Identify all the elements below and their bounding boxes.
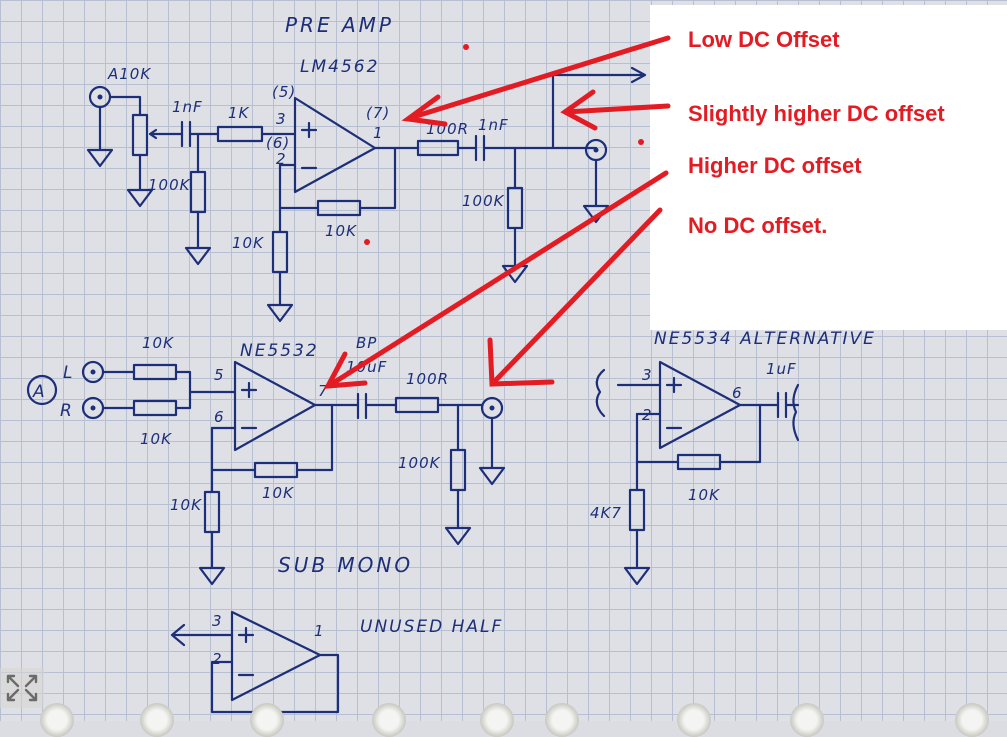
input-l-label: L: [63, 363, 74, 383]
alt-pin2-label: 2: [642, 406, 653, 424]
unused-pin3-label: 3: [212, 612, 223, 630]
sub-mono-title: SUB MONO: [278, 553, 413, 577]
unused-half-title: UNUSED HALF: [360, 617, 503, 637]
binder-hole: [790, 703, 824, 737]
binder-hole: [545, 703, 579, 737]
expand-arrows-icon[interactable]: [0, 668, 44, 708]
res-10k-gnd-a-label: 10K: [232, 234, 264, 252]
alt-title: NE5534 ALTERNATIVE: [654, 329, 876, 349]
annotation-panel: [650, 5, 1007, 330]
preamp-title: PRE AMP: [285, 13, 394, 37]
cap-1nf-a-label: 1nF: [172, 98, 203, 116]
res-100k-c-label: 100K: [398, 454, 441, 472]
pin3-paren-label: (5): [272, 83, 296, 101]
binder-hole: [140, 703, 174, 737]
binder-hole: [677, 703, 711, 737]
res-100r-a-label: 100R: [426, 120, 469, 138]
binder-hole: [480, 703, 514, 737]
res-10k-fb-a-label: 10K: [325, 222, 357, 240]
alt-pin6-label: 6: [732, 384, 743, 402]
res-100k-a-label: 100K: [148, 176, 191, 194]
pot-label: A10K: [107, 65, 151, 83]
pin3-label: 3: [276, 110, 287, 128]
note-low-dc-offset: Low DC Offset: [688, 27, 840, 52]
alt-res-10k-label: 10K: [688, 486, 720, 504]
res-100k-b-label: 100K: [462, 192, 505, 210]
pin2-paren-label: (6): [266, 134, 290, 152]
note-higher-dc-offset: Higher DC offset: [688, 153, 862, 178]
cap-1nf-b-label: 1nF: [478, 116, 509, 134]
pin7-label: 7: [318, 382, 329, 400]
note-no-dc-offset: No DC offset.: [688, 213, 828, 238]
cap-bp-label: BP: [356, 334, 377, 352]
alt-res-4k7-label: 4K7: [590, 504, 622, 522]
preamp-chip-label: LM4562: [300, 57, 379, 77]
res-10k-l-label: 10K: [142, 334, 174, 352]
binder-hole: [40, 703, 74, 737]
pin1-label: 1: [373, 124, 384, 142]
res-10k-r-label: 10K: [140, 430, 172, 448]
pin6-label: 6: [214, 408, 225, 426]
unused-pin1-label: 1: [314, 622, 325, 640]
unused-pin2-label: 2: [212, 650, 223, 668]
pin2-label: 2: [276, 150, 287, 168]
res-1k-label: 1K: [228, 104, 250, 122]
res-100r-b-label: 100R: [406, 370, 449, 388]
sub-mono-circuit: [26, 360, 506, 586]
cap-10uf-label: 10uF: [346, 358, 387, 376]
res-10k-fb-b-label: 10K: [262, 484, 294, 502]
sub-chip-label: NE5532: [240, 341, 319, 361]
binder-hole: [955, 703, 989, 737]
alt-cap-label: 1uF: [766, 360, 797, 378]
binder-hole: [250, 703, 284, 737]
pin5-label: 5: [214, 366, 225, 384]
note-slightly-higher-dc-offset: Slightly higher DC offset: [688, 101, 945, 126]
binder-hole: [372, 703, 406, 737]
ne5534-alternative-circuit: [595, 360, 800, 586]
alt-pin3-label: 3: [642, 366, 653, 384]
input-r-label: R: [60, 401, 74, 421]
res-10k-gnd-b-label: 10K: [170, 496, 202, 514]
node-a-label: A: [32, 382, 47, 402]
pin1-paren-label: (7): [366, 104, 390, 122]
